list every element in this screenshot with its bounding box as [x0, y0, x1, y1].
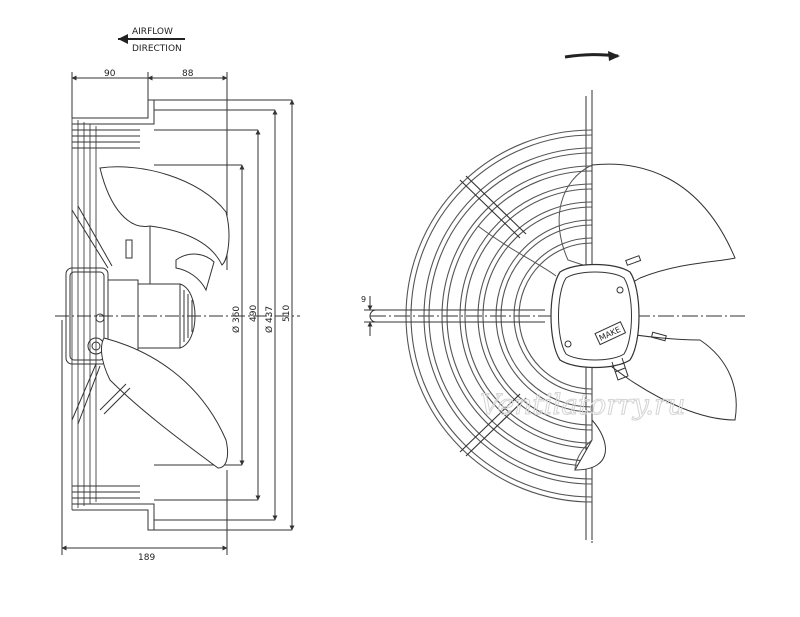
airflow-label-line1: AIRFLOW: [132, 27, 173, 37]
dim-510: 510: [282, 305, 292, 322]
dim-490: 490: [249, 305, 259, 322]
dim-d437: Ø 437: [264, 306, 275, 333]
airflow-label-line2: DIRECTION: [132, 44, 182, 54]
dim-90: 90: [104, 69, 116, 79]
airflow-annotation: AIRFLOW DIRECTION: [118, 27, 185, 54]
side-view: 90 88 189 Ø 360 Ø 437 490 510: [55, 69, 300, 563]
watermark: Ventilatorry.ru: [480, 388, 685, 421]
dim-d360: Ø 360: [231, 306, 242, 333]
dim-9: 9: [361, 295, 366, 304]
front-view: 9 MAKE: [361, 51, 745, 545]
dim-88: 88: [182, 69, 194, 79]
dim-189: 189: [138, 553, 155, 563]
